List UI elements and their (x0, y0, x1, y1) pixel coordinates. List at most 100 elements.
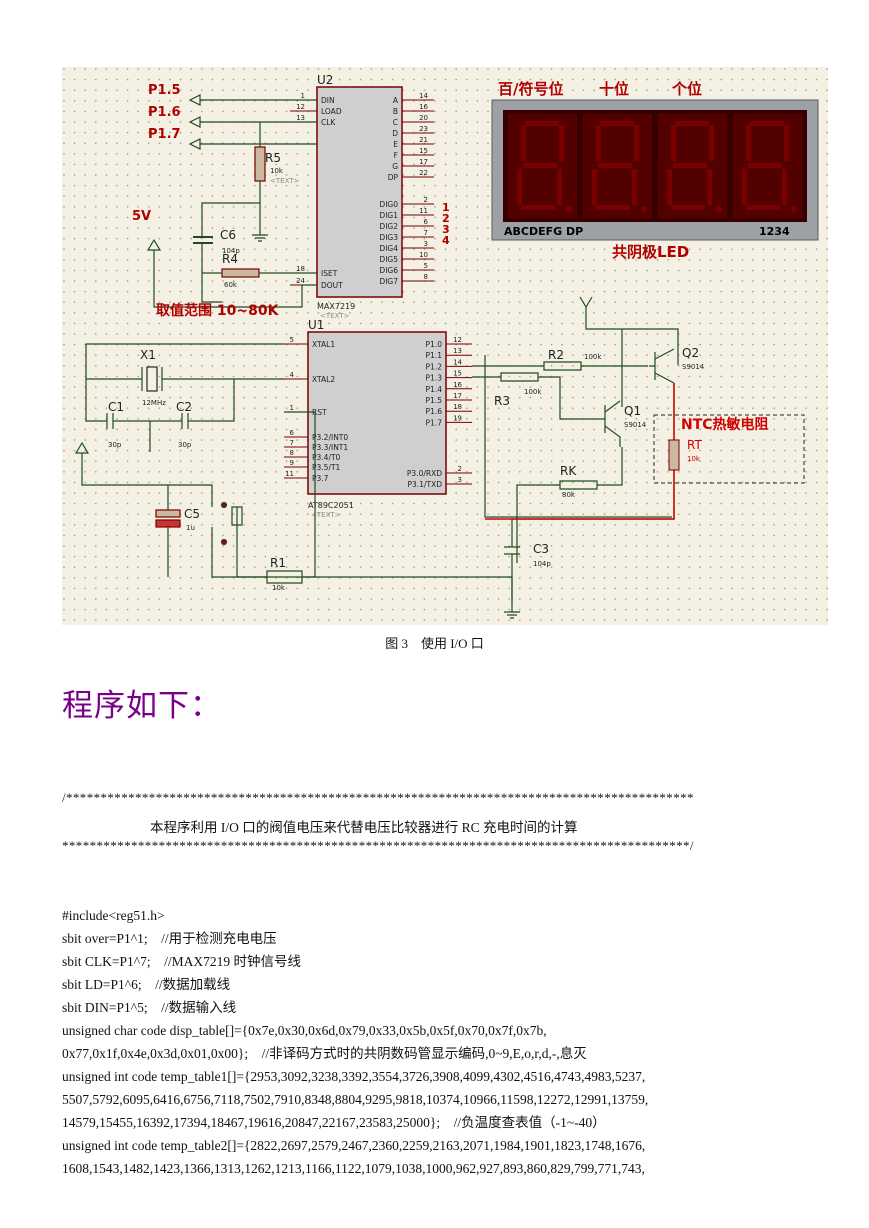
ntc-wire (485, 383, 675, 520)
segment (709, 125, 714, 161)
u1-pin-number: 14 (453, 358, 462, 366)
r1-value: 10k (272, 584, 286, 592)
digit-mark: 1 (442, 201, 450, 214)
u1-pin-number: 19 (453, 414, 462, 422)
digit-mark: 2 (442, 212, 450, 225)
u1-pin-name: P3.2/INT0 (312, 433, 348, 442)
u1-pin-name: P1.4 (426, 385, 443, 394)
segment (673, 163, 707, 168)
segment (596, 125, 601, 161)
segment (746, 205, 780, 210)
segment (671, 125, 676, 161)
rt-ref: RT (687, 438, 702, 452)
u2-pin-name: DIN (321, 96, 335, 105)
c5-ref: C5 (184, 507, 200, 521)
segment (521, 205, 555, 210)
segment (598, 163, 632, 168)
code-line: sbit LD=P1^6; //数据加载线 (62, 977, 231, 992)
r5-value: 10k (270, 167, 284, 175)
r5-ref: R5 (265, 151, 281, 165)
x1-value: 12MHz (142, 399, 166, 407)
u1-pin-number: 16 (453, 381, 462, 389)
segment (782, 169, 787, 205)
u1-ref: U1 (308, 318, 324, 332)
section-heading: 程序如下： (62, 688, 222, 724)
u1-pin-number: 3 (458, 476, 462, 484)
segment (632, 169, 637, 205)
u1-pin-name: P1.2 (426, 362, 443, 371)
u1-pin-name: XTAL2 (312, 375, 335, 384)
u2-pin-number: 23 (419, 125, 428, 133)
port-label-p15: P1.5 (148, 83, 181, 98)
u1-pin-name: RST (312, 408, 327, 417)
banner-bottom: ****************************************… (62, 838, 694, 853)
segment (750, 121, 784, 126)
segment (523, 163, 557, 168)
port-labels: P1.5 P1.6 P1.7 (148, 83, 317, 150)
u2-pin-name: DIG3 (379, 233, 398, 242)
u2-pin-number: 18 (296, 265, 305, 273)
u1-pin-name: P3.3/INT1 (312, 443, 348, 452)
code-line: 0x77,0x1f,0x4e,0x3d,0x01,0x00}; //非译码方式时… (62, 1046, 587, 1061)
c1-ref: C1 (108, 400, 124, 414)
seg-labels: ABCDEFG DP (504, 225, 583, 238)
port-label-p16: P1.6 (148, 105, 181, 120)
code-line: sbit CLK=P1^7; //MAX7219 时钟信号线 (62, 954, 301, 969)
segment (600, 121, 634, 126)
q2-value: S9014 (682, 363, 705, 371)
segment (596, 205, 630, 210)
digit-marks: 1234 (442, 201, 450, 247)
u2-pin-name: DOUT (321, 281, 343, 290)
u2-pin-name: E (393, 140, 398, 149)
decimal-point (566, 206, 572, 212)
u1-pin-name: P1.7 (426, 418, 443, 427)
u1-pin-number: 13 (453, 347, 462, 355)
u1-pin-name: P1.0 (426, 340, 443, 349)
port-label-p17: P1.7 (148, 127, 181, 142)
u2-support-network (146, 122, 317, 308)
u1-pin-number: 18 (453, 403, 462, 411)
oscillator-and-reset (74, 343, 513, 602)
u2-pin-name: C (393, 118, 398, 127)
segment (742, 169, 747, 205)
u2-pin-number: 15 (419, 147, 428, 155)
u2-pin-name: DP (388, 173, 399, 182)
u1-pin-name: P3.5/T1 (312, 463, 341, 472)
u1-pin-number: 11 (285, 470, 294, 478)
display-type-label: 共阴极LED (612, 243, 689, 261)
u1-right-pins: 12P1.013P1.114P1.215P1.316P1.417P1.518P1… (407, 336, 472, 489)
ntc-label: NTC热敏电阻 (681, 416, 769, 433)
code-line: 5507,5792,6095,6416,6756,7118,7502,7910,… (62, 1092, 649, 1107)
u1-pin-number: 7 (290, 439, 294, 447)
code-line: unsigned char code disp_table[]={0x7e,0x… (62, 1023, 547, 1038)
u2-pin-number: 17 (419, 158, 428, 166)
u2-pin-name: DIG4 (379, 244, 398, 253)
r3-ref: R3 (494, 394, 510, 408)
u1-pin-number: 12 (453, 336, 462, 344)
segment (671, 205, 705, 210)
q1-ref: Q1 (624, 404, 641, 418)
r2-value: 100k (584, 353, 602, 361)
r2-ref: R2 (548, 348, 564, 362)
u2-pin-name: G (392, 162, 398, 171)
c6-value: 104p (222, 247, 240, 255)
segment (592, 169, 597, 205)
segment (525, 121, 559, 126)
code-line: unsigned int code temp_table2[]={2822,26… (62, 1138, 646, 1153)
u2-pin-number: 16 (419, 103, 428, 111)
u1-pin-number: 6 (290, 429, 295, 437)
u2-pin-number: 1 (301, 92, 305, 100)
digit-mark: 4 (442, 234, 450, 247)
u1-pin-number: 17 (453, 392, 462, 400)
q1-value: S9014 (624, 421, 647, 429)
u2-pin-name: A (393, 96, 399, 105)
rt-body (668, 439, 680, 471)
segment (557, 169, 562, 205)
u2-pin-name: DIG2 (379, 222, 398, 231)
range-label: 取值范围 10~80K (156, 302, 280, 319)
banner-comment: 本程序利用 I/O 口的阀值电压来代替电压比较器进行 RC 充电时间的计算 (150, 820, 578, 835)
